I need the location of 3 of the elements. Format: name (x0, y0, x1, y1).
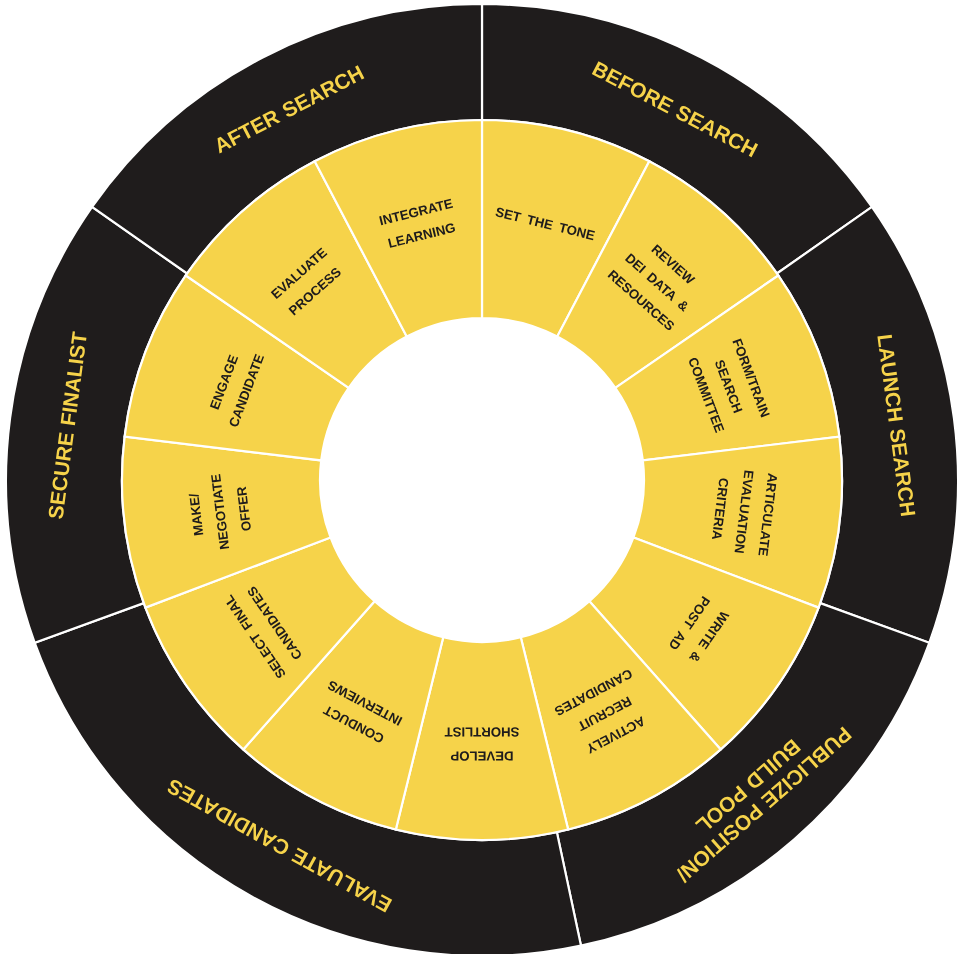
node-label: LAUNCH SEARCH (877, 334, 916, 517)
phase-band: SECURE FINALIST (5, 205, 189, 644)
phase-band: LAUNCH SEARCH (775, 205, 959, 644)
